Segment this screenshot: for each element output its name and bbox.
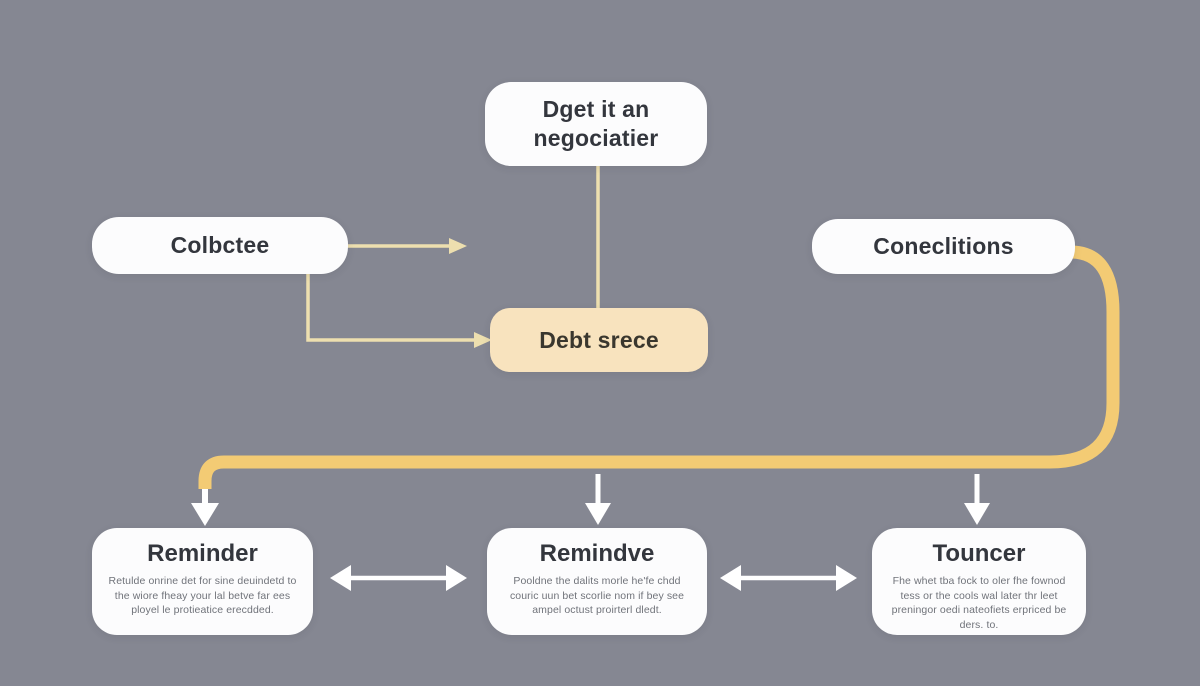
down-arrow-icon xyxy=(964,474,990,525)
node-debt-label: Debt srece xyxy=(539,326,659,353)
collect-to-debt-elbow-line xyxy=(306,274,477,342)
node-debt: Debt srece xyxy=(490,308,708,372)
collect-right-arrowhead-icon xyxy=(449,238,467,254)
card-reminder-title: Reminder xyxy=(147,540,258,567)
node-collect: Colbctee xyxy=(92,217,348,274)
card-touncer: Touncer Fhe whet tba fock to oler fhe fo… xyxy=(872,528,1086,635)
double-arrow-icon xyxy=(720,565,857,591)
card-touncer-body: Fhe whet tba fock to oler fhe fownod tes… xyxy=(891,575,1067,631)
down-arrow-icon xyxy=(191,489,219,526)
down-arrow-icon xyxy=(585,474,611,525)
conditions-to-reminder-curve xyxy=(198,245,1120,489)
card-remindve-title: Remindve xyxy=(539,540,655,567)
node-negotiator: Dget it an negociatier xyxy=(485,82,707,166)
card-remindve-body: Pooldne the dalits morle he'fe chdd cour… xyxy=(509,575,685,617)
node-collect-label: Colbctee xyxy=(170,232,270,259)
collect-to-debt-arrowhead-icon xyxy=(474,332,492,348)
card-remindve: Remindve Pooldne the dalits morle he'fe … xyxy=(487,528,707,635)
card-reminder: Reminder Retulde onrine det for sine deu… xyxy=(92,528,313,635)
card-reminder-body: Retulde onrine det for sine deuindetd to… xyxy=(108,575,297,617)
card-touncer-title: Touncer xyxy=(932,540,1026,567)
node-conditions-label: Coneclitions xyxy=(873,233,1014,260)
node-negotiator-label: Dget it an negociatier xyxy=(533,96,659,151)
double-arrow-icon xyxy=(330,565,467,591)
node-conditions: Coneclitions xyxy=(812,219,1075,274)
